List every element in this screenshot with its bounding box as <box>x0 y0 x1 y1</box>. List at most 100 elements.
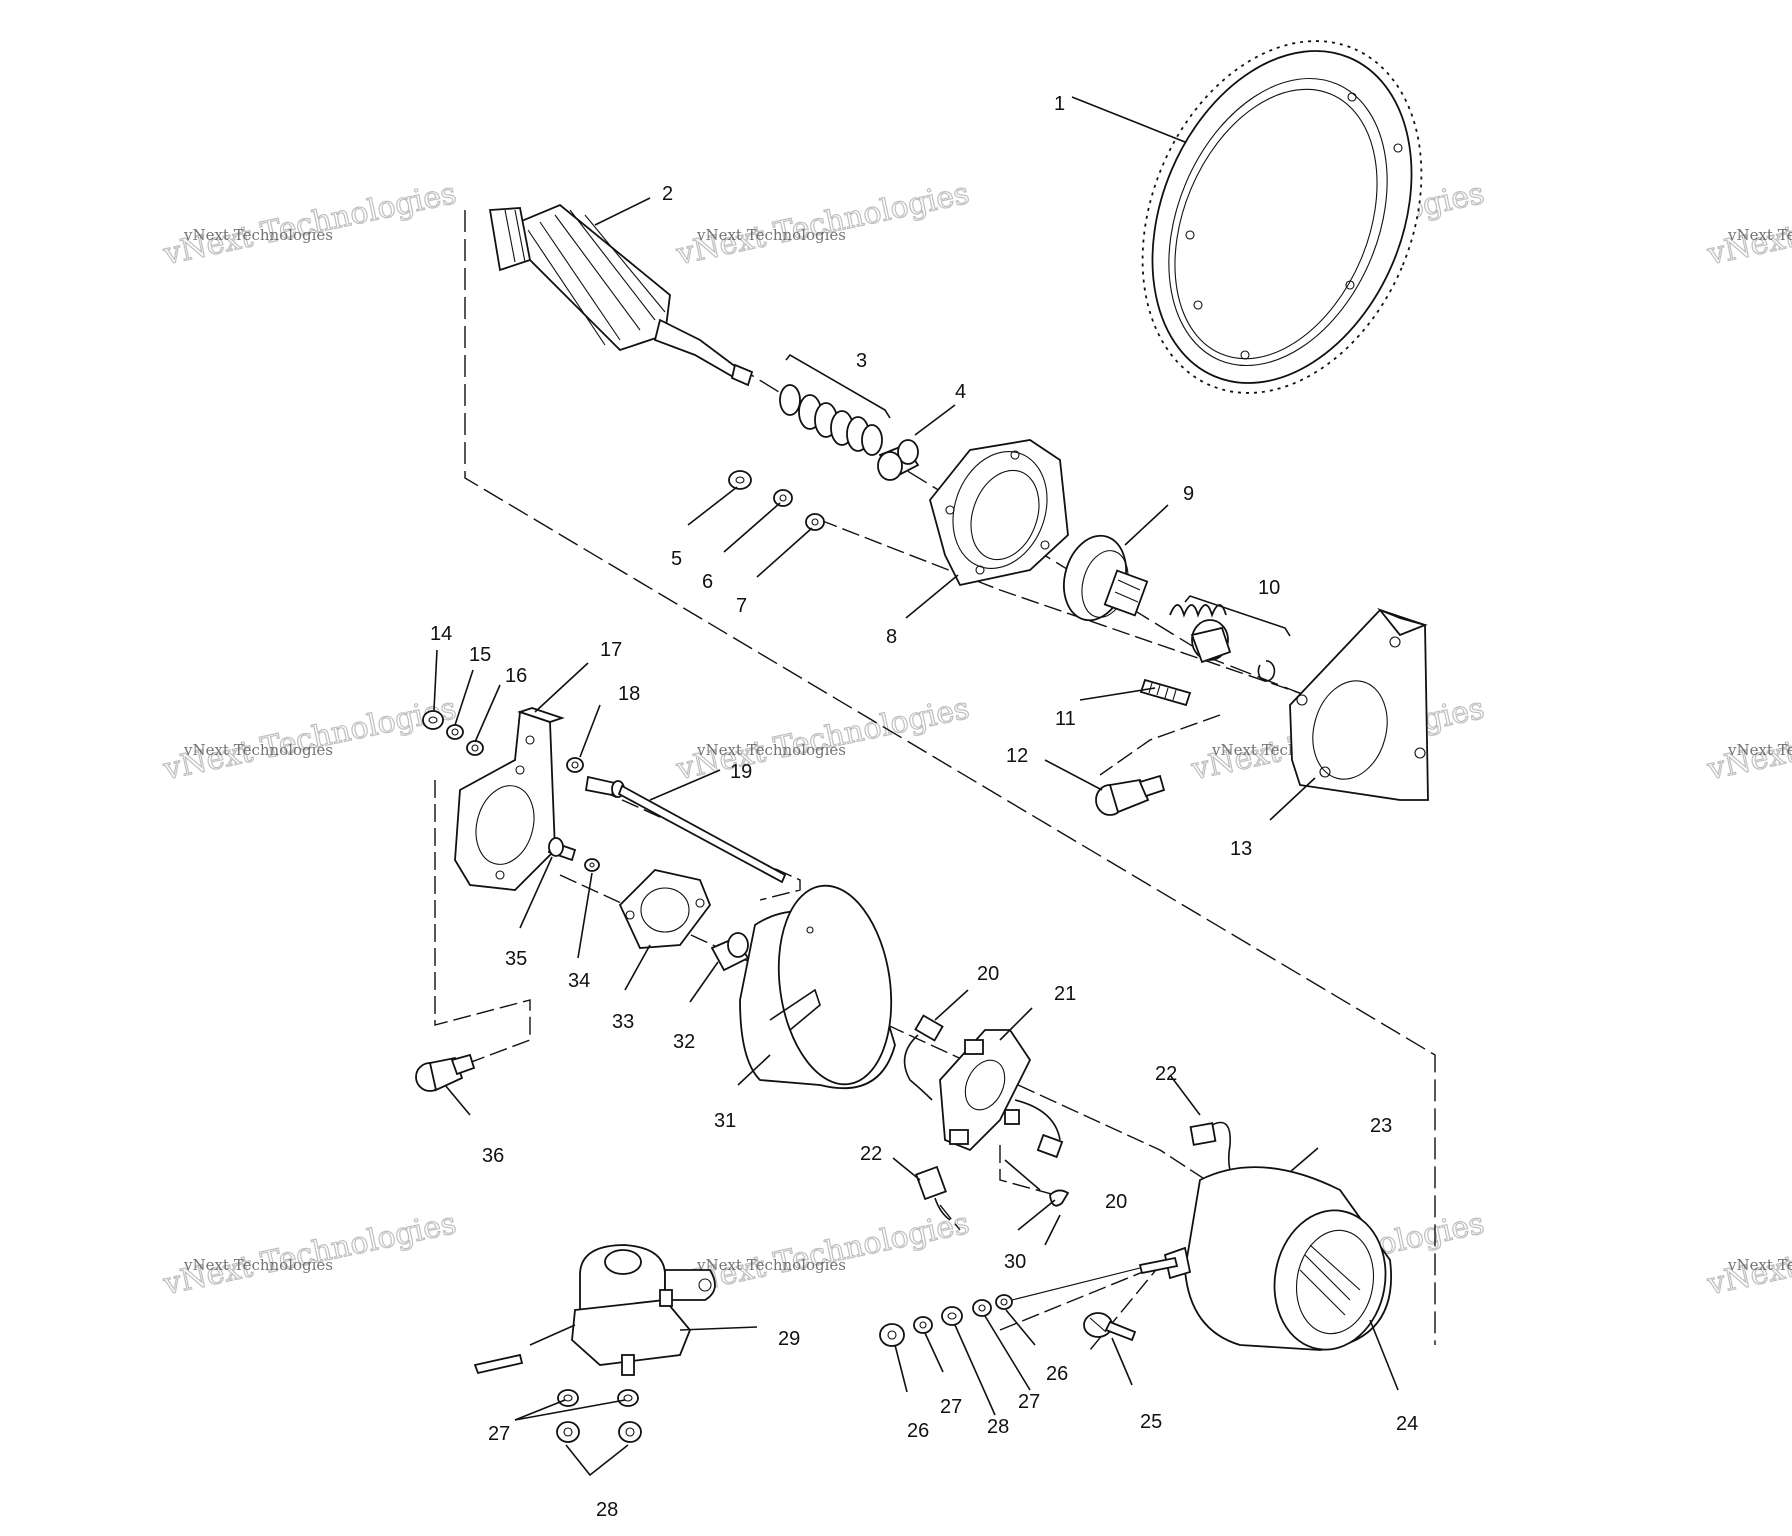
callout-20-lower: 20 <box>1105 1191 1127 1213</box>
callout-27-mid: 27 <box>940 1396 962 1418</box>
svg-text:vNext Technologies: vNext Technologies <box>1704 176 1792 272</box>
leader-lines <box>433 96 1399 1477</box>
svg-text:vNext Technologies: vNext Technologies <box>160 1206 460 1302</box>
field-frame <box>739 884 896 1090</box>
brush-spring-lower <box>1036 1133 1064 1159</box>
centerline-brush <box>999 1145 1056 1196</box>
callout-27-solenoid: 27 <box>488 1423 510 1445</box>
callout-15: 15 <box>469 644 491 666</box>
svg-text:vNext Technologies: vNext Technologies <box>696 226 846 244</box>
callout-16: 16 <box>505 665 527 687</box>
watermark: vNext Technologies vNext Technologies <box>1703 175 1792 273</box>
callout-13: 13 <box>1230 838 1252 860</box>
watermark: vNext Technologies vNext Technologies <box>672 690 973 788</box>
svg-text:vNext Technologies: vNext Technologies <box>1704 691 1792 787</box>
callout-6: 6 <box>702 571 713 593</box>
watermark: vNext Technologies vNext Technologies <box>1703 1205 1792 1303</box>
armature <box>488 203 754 387</box>
callout-23: 23 <box>1370 1115 1392 1137</box>
centerline-screw25 <box>999 1264 1161 1351</box>
watermark: vNext Technologies vNext Technologies <box>672 175 973 273</box>
callout-34: 34 <box>568 970 590 992</box>
watermark: vNext Technologies vNext Technologies <box>159 175 460 273</box>
callout-19: 19 <box>730 761 752 783</box>
callout-labels: 1 2 3 4 5 6 7 8 9 10 11 12 13 14 15 16 1… <box>430 93 1418 1521</box>
centerline-main <box>464 210 1436 1345</box>
svg-text:vNext Technologies: vNext Technologies <box>160 691 460 787</box>
svg-text:vNext Technologies: vNext Technologies <box>183 226 333 244</box>
solenoid <box>473 1244 716 1376</box>
callout-26-right: 26 <box>1046 1363 1068 1385</box>
pinion-gear <box>1063 534 1149 622</box>
screw-35 <box>547 837 577 862</box>
callout-35: 35 <box>505 948 527 970</box>
callout-31: 31 <box>714 1110 736 1132</box>
callout-29: 29 <box>778 1328 800 1350</box>
svg-text:vNext Technologies: vNext Technologies <box>673 176 973 272</box>
callout-11: 11 <box>1055 708 1076 730</box>
bolt-36 <box>415 1053 476 1092</box>
callout-21: 21 <box>1054 983 1076 1005</box>
shim-set <box>779 353 891 456</box>
callout-8: 8 <box>886 626 897 648</box>
callout-30: 30 <box>1004 1251 1026 1273</box>
callout-28-solenoid: 28 <box>596 1499 618 1521</box>
cover-plate <box>618 869 712 949</box>
clip-30 <box>1049 1189 1070 1207</box>
ring-gear <box>1141 40 1423 394</box>
brush-upper <box>903 1014 944 1101</box>
svg-text:vNext Technologies: vNext Technologies <box>160 176 460 272</box>
centerline-brush2 <box>939 1204 961 1231</box>
callout-17: 17 <box>600 639 622 661</box>
svg-text:vNext Technologies: vNext Technologies <box>183 1256 333 1274</box>
callout-26-bottom: 26 <box>907 1420 929 1442</box>
svg-text:vNext Technologies: vNext Technologies <box>1727 1256 1792 1274</box>
svg-text:vNext Technologies: vNext Technologies <box>183 741 333 759</box>
callout-14: 14 <box>430 623 452 645</box>
brush-22-left <box>915 1165 951 1221</box>
callout-5: 5 <box>671 548 682 570</box>
svg-text:vNext Technologies: vNext Technologies <box>673 691 973 787</box>
washer-18 <box>566 757 584 773</box>
stud <box>1139 678 1192 707</box>
centerline-bolt12 <box>1099 714 1221 776</box>
svg-text:vNext Technologies: vNext Technologies <box>1727 226 1792 244</box>
callout-28-right: 28 <box>987 1416 1009 1438</box>
nut-washers-5-6-7 <box>728 470 825 531</box>
callout-32: 32 <box>673 1031 695 1053</box>
nut-washer-stack-right <box>879 1267 1141 1347</box>
callout-18: 18 <box>618 683 640 705</box>
callout-9: 9 <box>1183 483 1194 505</box>
end-bracket <box>454 707 565 891</box>
mounting-bracket <box>1289 607 1429 801</box>
svg-text:vNext Technologies: vNext Technologies <box>696 741 846 759</box>
svg-text:vNext Technologies: vNext Technologies <box>696 1256 846 1274</box>
callout-10: 10 <box>1258 577 1280 599</box>
centerline-pinion <box>819 519 1321 701</box>
svg-text:vNext Technologies: vNext Technologies <box>1704 1206 1792 1302</box>
end-cover <box>1163 1166 1392 1351</box>
svg-text:vNext Technologies: vNext Technologies <box>1727 741 1792 759</box>
callout-22-left: 22 <box>860 1143 882 1165</box>
callout-27-right: 27 <box>1018 1391 1040 1413</box>
callout-7: 7 <box>736 595 747 617</box>
watermark: vNext Technologies vNext Technologies <box>159 1205 460 1303</box>
nut-washer-stack-solenoid <box>556 1389 642 1443</box>
brush-holder <box>939 1029 1061 1152</box>
callout-24: 24 <box>1396 1413 1418 1435</box>
spring-collar-clip <box>1169 595 1291 682</box>
callout-22-right: 22 <box>1155 1063 1177 1085</box>
callout-2: 2 <box>662 183 673 205</box>
callout-1: 1 <box>1054 93 1065 115</box>
washer-34 <box>584 858 600 872</box>
bolt-12 <box>1095 774 1166 816</box>
drive-housing <box>929 439 1069 587</box>
through-bolt <box>584 775 787 884</box>
callout-36: 36 <box>482 1145 504 1167</box>
callout-4: 4 <box>955 381 966 403</box>
callout-12: 12 <box>1006 745 1028 767</box>
callout-20-upper: 20 <box>977 963 999 985</box>
centerline-bolt36 <box>434 780 531 1071</box>
